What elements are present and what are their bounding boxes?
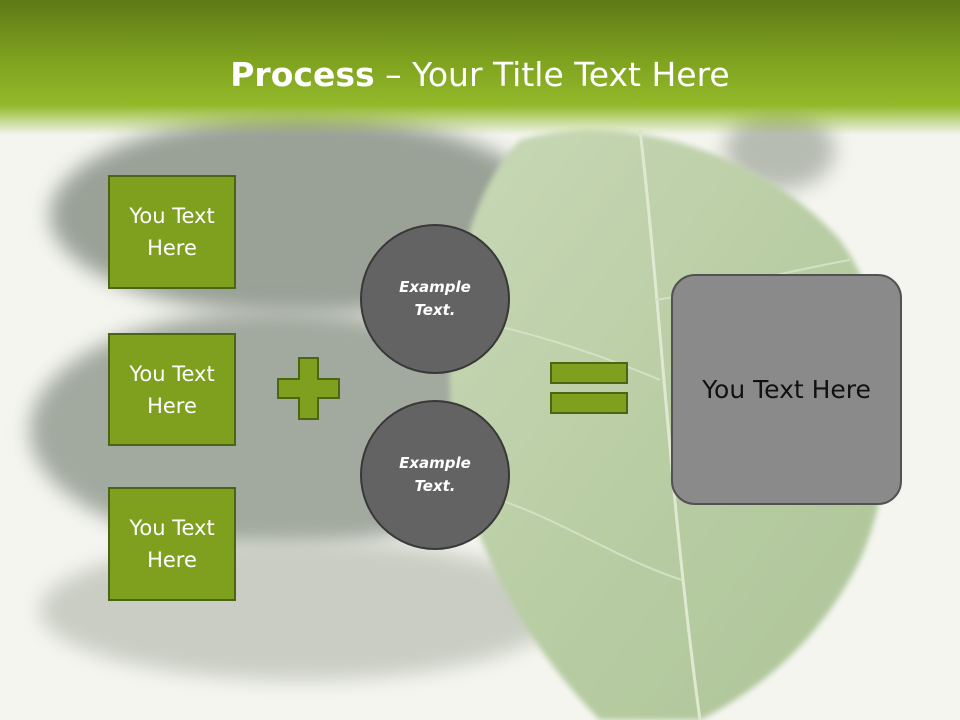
left-box-2: You Text Here xyxy=(108,333,236,446)
slide-title: Process – Your Title Text Here xyxy=(0,52,960,98)
title-rest: – Your Title Text Here xyxy=(374,55,730,94)
result-label: You Text Here xyxy=(702,374,871,404)
header-band xyxy=(0,0,960,135)
left-box-3: You Text Here xyxy=(108,487,236,601)
example-circle-2: Example Text. xyxy=(360,400,510,550)
example-circle-1: Example Text. xyxy=(360,224,510,374)
circle-label: Example Text. xyxy=(399,278,471,319)
equals-icon xyxy=(550,362,628,414)
left-box-label: You Text Here xyxy=(129,204,215,260)
circle-label: Example Text. xyxy=(399,454,471,495)
left-box-label: You Text Here xyxy=(129,361,215,418)
left-box-1: You Text Here xyxy=(108,175,236,289)
title-bold: Process xyxy=(230,55,375,94)
left-box-label: You Text Here xyxy=(129,516,215,572)
result-box: You Text Here xyxy=(671,274,902,505)
plus-icon xyxy=(277,357,340,420)
